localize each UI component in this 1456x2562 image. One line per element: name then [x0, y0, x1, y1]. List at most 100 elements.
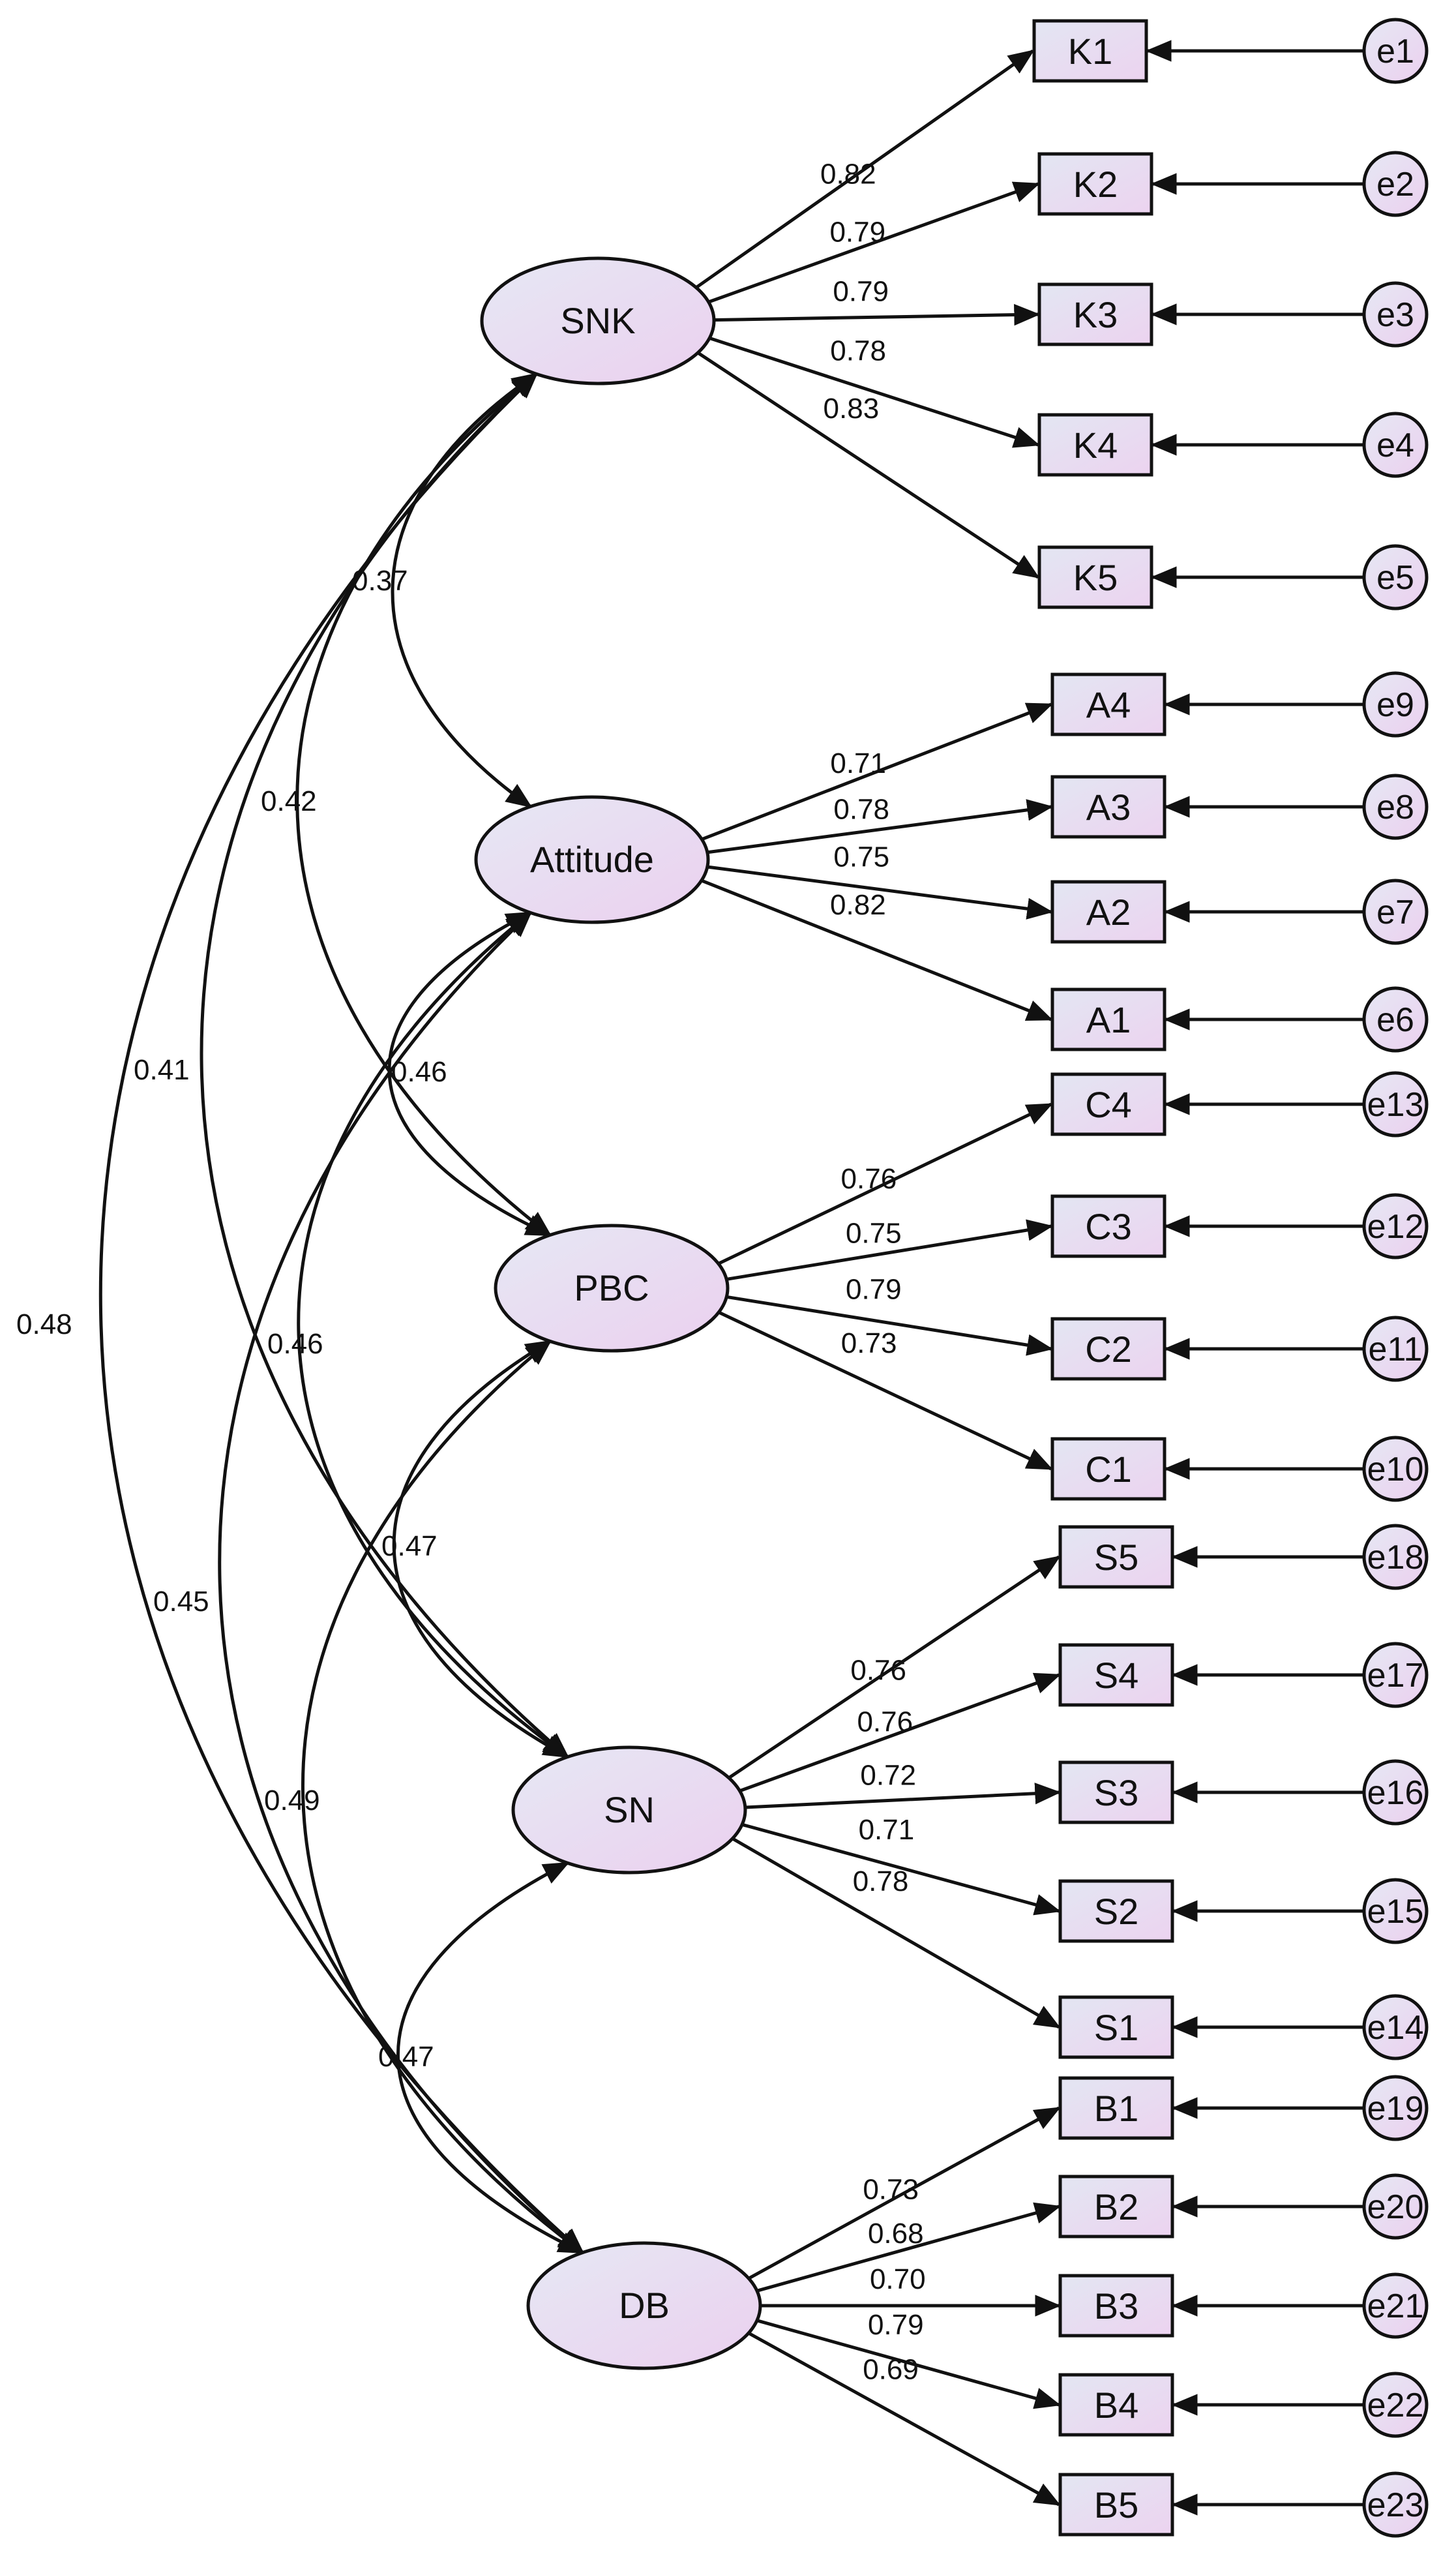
- indicator-b3[interactable]: B3: [1058, 2274, 1174, 2338]
- indicator-s4[interactable]: S4: [1058, 1643, 1174, 1707]
- indicator-label: B3: [1094, 2285, 1139, 2327]
- error-label: e12: [1367, 1208, 1424, 1246]
- error-term-e11[interactable]: e11: [1362, 1316, 1429, 1382]
- error-circle: [1362, 671, 1429, 738]
- correlation-label: 0.47: [378, 2041, 434, 2073]
- loading-arrow-k3: [711, 303, 1041, 326]
- loading-arrow-c2: [724, 1295, 1054, 1356]
- error-term-e4[interactable]: e4: [1362, 412, 1429, 478]
- latent-label: DB: [619, 2285, 670, 2326]
- loading-label: 0.70: [870, 2263, 926, 2295]
- indicator-b5[interactable]: B5: [1058, 2473, 1174, 2537]
- loading-arrow-s5: [726, 1555, 1061, 1781]
- latent-att[interactable]: Attitude: [474, 795, 710, 924]
- latent-label: SN: [604, 1789, 655, 1830]
- correlation-arrow-pbc-sn: [392, 1340, 570, 1758]
- indicator-a1[interactable]: A1: [1050, 987, 1166, 1051]
- correlation-arrow-snk-pbc: [295, 372, 552, 1237]
- error-term-e6[interactable]: e6: [1362, 986, 1429, 1053]
- error-term-e20[interactable]: e20: [1362, 2173, 1429, 2240]
- loading-label: 0.83: [824, 393, 880, 425]
- error-term-e10[interactable]: e10: [1362, 1436, 1429, 1502]
- error-label: e3: [1376, 296, 1414, 334]
- latent-ellipse: [474, 795, 710, 924]
- error-term-e12[interactable]: e12: [1362, 1193, 1429, 1259]
- loading-label: 0.79: [868, 2309, 924, 2341]
- latent-db[interactable]: DB: [526, 2241, 762, 2370]
- error-term-e5[interactable]: e5: [1362, 544, 1429, 610]
- indicator-box: [1050, 1317, 1166, 1381]
- error-term-e22[interactable]: e22: [1362, 2372, 1429, 2438]
- indicator-s5[interactable]: S5: [1058, 1525, 1174, 1589]
- error-term-e21[interactable]: e21: [1362, 2272, 1429, 2339]
- indicator-s1[interactable]: S1: [1058, 1995, 1174, 2059]
- error-term-e14[interactable]: e14: [1362, 1994, 1429, 2060]
- latent-snk[interactable]: SNK: [480, 256, 716, 385]
- correlation-label: 0.42: [261, 785, 317, 817]
- error-circle: [1362, 412, 1429, 478]
- error-term-e3[interactable]: e3: [1362, 281, 1429, 348]
- error-circle: [1362, 774, 1429, 840]
- indicator-box: [1058, 1760, 1174, 1824]
- error-term-e8[interactable]: e8: [1362, 774, 1429, 840]
- indicator-label: B5: [1094, 2484, 1139, 2525]
- indicator-s2[interactable]: S2: [1058, 1879, 1174, 1943]
- indicator-c4[interactable]: C4: [1050, 1072, 1166, 1136]
- error-label: e19: [1367, 2090, 1424, 2128]
- error-term-e23[interactable]: e23: [1362, 2471, 1429, 2538]
- indicator-k5[interactable]: K5: [1037, 545, 1153, 609]
- correlation-arrow-snk-db: [98, 372, 585, 2254]
- indicator-k2[interactable]: K2: [1037, 152, 1153, 216]
- error-term-e19[interactable]: e19: [1362, 2075, 1429, 2141]
- error-term-e13[interactable]: e13: [1362, 1071, 1429, 1138]
- indicator-label: S4: [1094, 1655, 1139, 1696]
- correlation-label: 0.45: [153, 1586, 209, 1618]
- latent-ellipse: [526, 2241, 762, 2370]
- latent-sn[interactable]: SN: [511, 1745, 747, 1875]
- indicator-a4[interactable]: A4: [1050, 672, 1166, 736]
- error-circle: [1362, 1642, 1429, 1708]
- error-circle: [1362, 986, 1429, 1053]
- error-term-e1[interactable]: e1: [1362, 18, 1429, 84]
- indicator-k1[interactable]: K1: [1032, 19, 1148, 83]
- error-term-e9[interactable]: e9: [1362, 671, 1429, 738]
- error-circle: [1362, 1193, 1429, 1259]
- indicator-b4[interactable]: B4: [1058, 2373, 1174, 2437]
- indicator-a2[interactable]: A2: [1050, 880, 1166, 944]
- loading-arrow-k2: [706, 181, 1041, 305]
- error-label: e7: [1376, 894, 1414, 931]
- indicator-label: S1: [1094, 2007, 1139, 2048]
- error-circle: [1362, 1878, 1429, 1944]
- indicator-box: [1037, 413, 1153, 477]
- error-term-e18[interactable]: e18: [1362, 1524, 1429, 1590]
- error-label: e18: [1367, 1539, 1424, 1576]
- loading-arrow-s3: [743, 1783, 1062, 1809]
- labels-layer: 0.370.420.410.480.460.460.450.470.490.47…: [16, 158, 926, 2386]
- error-term-e16[interactable]: e16: [1362, 1759, 1429, 1826]
- indicator-c3[interactable]: C3: [1050, 1194, 1166, 1258]
- loading-label: 0.79: [846, 1273, 902, 1305]
- indicator-c2[interactable]: C2: [1050, 1317, 1166, 1381]
- error-term-e17[interactable]: e17: [1362, 1642, 1429, 1708]
- indicator-label: C3: [1085, 1206, 1132, 1247]
- error-term-e2[interactable]: e2: [1362, 151, 1429, 217]
- correlation-arrow-sn-db: [396, 1861, 585, 2254]
- indicator-b1[interactable]: B1: [1058, 2076, 1174, 2140]
- indicator-k4[interactable]: K4: [1037, 413, 1153, 477]
- error-term-e15[interactable]: e15: [1362, 1878, 1429, 1944]
- latent-ellipse: [480, 256, 716, 385]
- indicator-k3[interactable]: K3: [1037, 282, 1153, 346]
- indicator-box: [1058, 2473, 1174, 2537]
- indicator-a3[interactable]: A3: [1050, 775, 1166, 839]
- indicator-b2[interactable]: B2: [1058, 2175, 1174, 2238]
- indicator-c1[interactable]: C1: [1050, 1437, 1166, 1501]
- latent-pbc[interactable]: PBC: [494, 1224, 730, 1353]
- correlation-label: 0.37: [352, 565, 408, 597]
- indicator-s3[interactable]: S3: [1058, 1760, 1174, 1824]
- error-circle: [1362, 1071, 1429, 1138]
- error-term-e7[interactable]: e7: [1362, 879, 1429, 945]
- loading-label: 0.75: [833, 841, 889, 873]
- loading-arrow-b1: [746, 2106, 1061, 2281]
- error-label: e15: [1367, 1893, 1424, 1931]
- indicator-box: [1037, 282, 1153, 346]
